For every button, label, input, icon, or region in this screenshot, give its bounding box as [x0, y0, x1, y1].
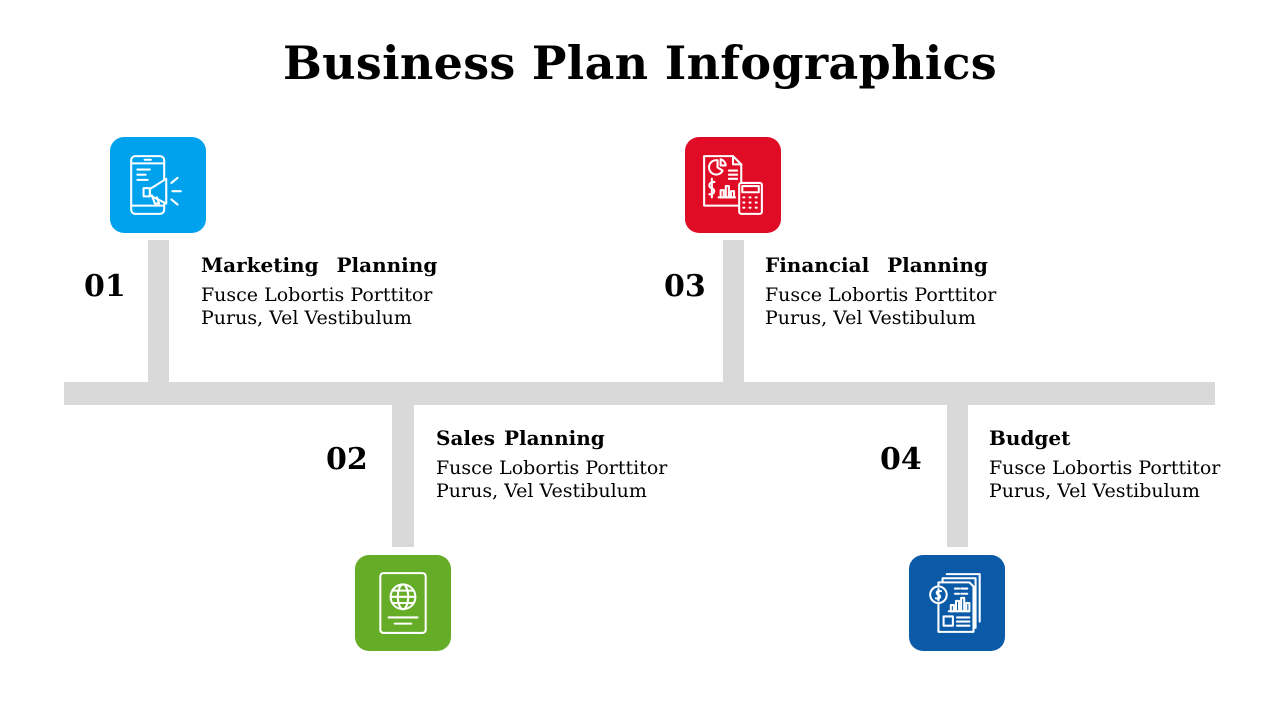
item-02-text: Sales Planning Fusce Lobortis Porttitor … — [436, 425, 736, 503]
item-01-icon-tile — [110, 137, 206, 233]
page-title: Business Plan Infographics — [283, 36, 997, 90]
item-04-icon-tile — [909, 555, 1005, 651]
timeline-bar — [64, 382, 1215, 405]
connector-01 — [148, 240, 169, 383]
connector-02 — [392, 404, 414, 547]
item-02-description: Fusce Lobortis Porttitor Purus, Vel Vest… — [436, 457, 668, 502]
item-04-description: Fusce Lobortis Porttitor Purus, Vel Vest… — [989, 457, 1221, 502]
budget-report-icon — [929, 573, 981, 633]
item-01-title: Marketing Planning — [201, 253, 438, 277]
mobile-marketing-megaphone-icon — [130, 155, 182, 215]
item-02-title: Sales Planning — [436, 426, 605, 450]
item-01-description: Fusce Lobortis Porttitor Purus, Vel Vest… — [201, 284, 433, 329]
passport-globe-icon — [379, 572, 427, 634]
item-01-text: Marketing Planning Fusce Lobortis Portti… — [201, 252, 501, 330]
item-03-icon-tile — [685, 137, 781, 233]
item-02-icon-tile — [355, 555, 451, 651]
financial-report-calculator-icon — [703, 155, 763, 215]
item-04-number: 04 — [880, 442, 922, 477]
item-03-title: Financial Planning — [765, 253, 988, 277]
item-04-text: Budget Fusce Lobortis Porttitor Purus, V… — [989, 425, 1280, 503]
item-03-description: Fusce Lobortis Porttitor Purus, Vel Vest… — [765, 284, 997, 329]
item-03-text: Financial Planning Fusce Lobortis Portti… — [765, 252, 1065, 330]
item-04-title: Budget — [989, 426, 1071, 450]
connector-04 — [947, 404, 968, 547]
item-01-number: 01 — [84, 269, 126, 304]
item-02-number: 02 — [326, 442, 368, 477]
connector-03 — [723, 240, 744, 383]
item-03-number: 03 — [664, 269, 706, 304]
